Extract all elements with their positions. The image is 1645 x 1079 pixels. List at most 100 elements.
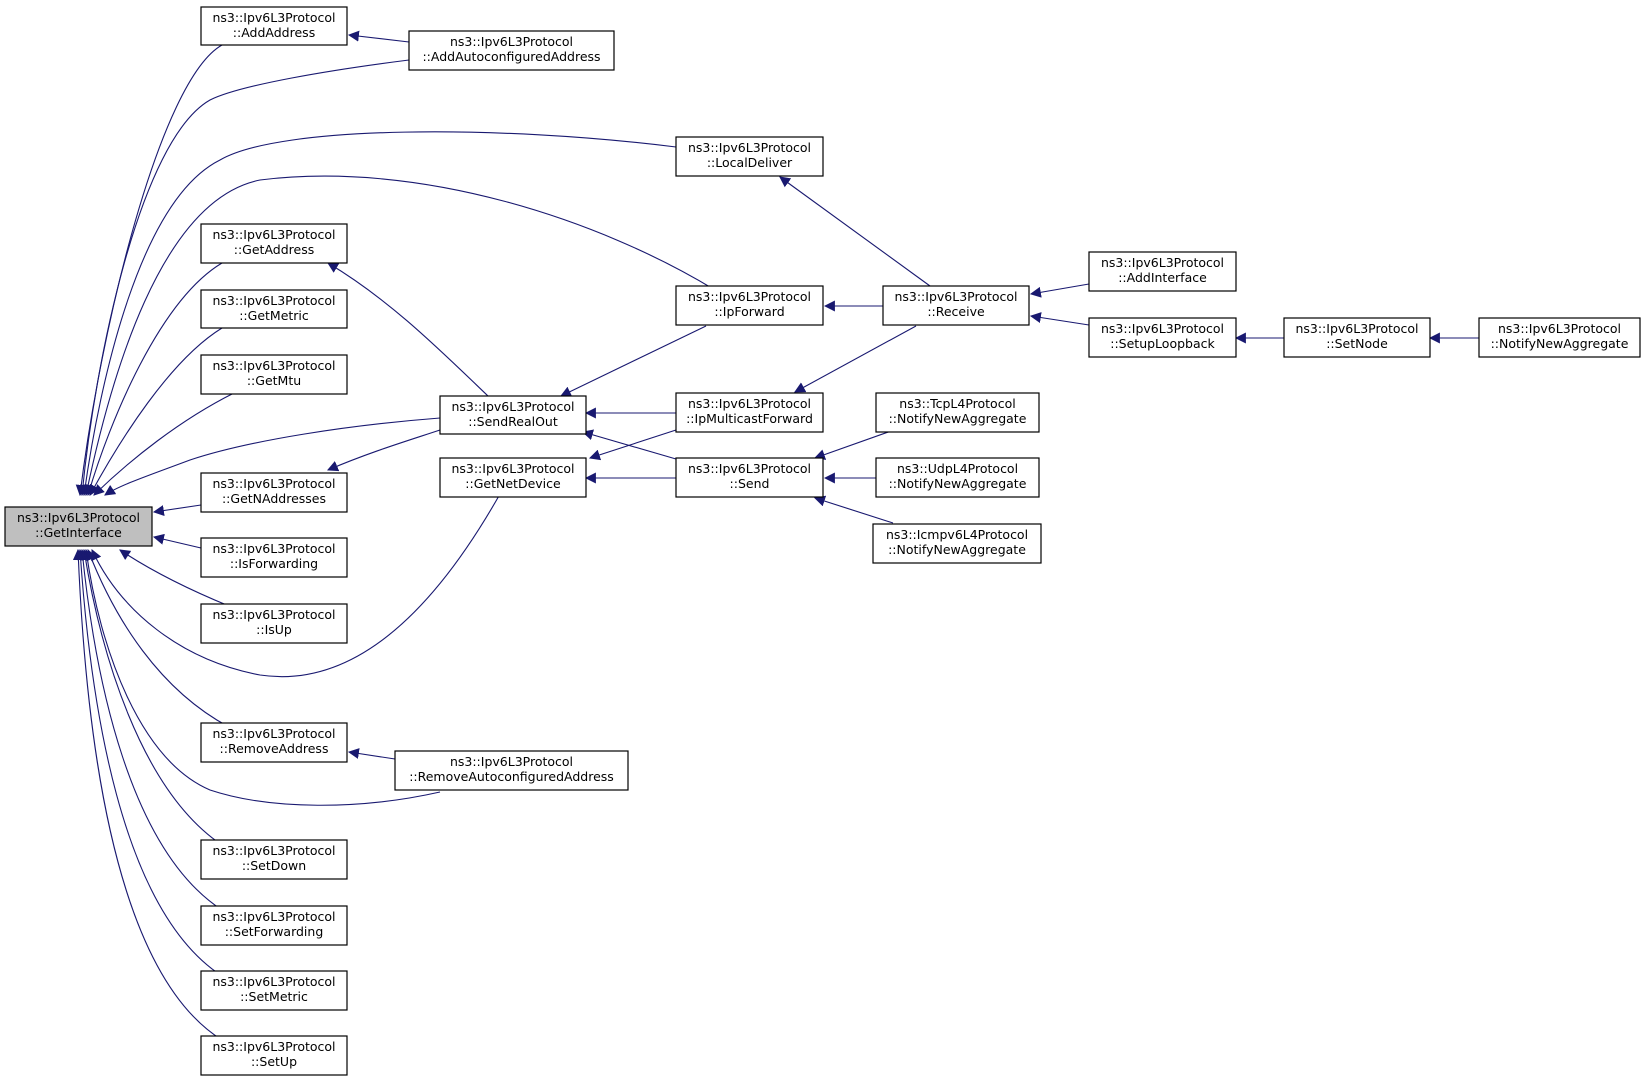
- node-addaddress[interactable]: ns3::Ipv6L3Protocol ::AddAddress: [200, 6, 348, 46]
- node-isforwarding-line1: ns3::Ipv6L3Protocol: [212, 541, 335, 556]
- node-getnetdevice-line2: ::GetNetDevice: [465, 476, 561, 491]
- node-localdeliver[interactable]: ns3::Ipv6L3Protocol ::LocalDeliver: [675, 136, 824, 177]
- node-ipforward[interactable]: ns3::Ipv6L3Protocol ::IpForward: [675, 285, 824, 326]
- node-setmetric[interactable]: ns3::Ipv6L3Protocol ::SetMetric: [200, 970, 348, 1011]
- node-tcp-notify[interactable]: ns3::TcpL4Protocol ::NotifyNewAggregate: [875, 392, 1040, 433]
- node-ipv6-notify-line1: ns3::Ipv6L3Protocol: [1498, 321, 1621, 336]
- node-getnaddresses[interactable]: ns3::Ipv6L3Protocol ::GetNAddresses: [200, 472, 348, 513]
- node-addautoconfiguredaddress[interactable]: ns3::Ipv6L3Protocol ::AddAutoconfiguredA…: [408, 30, 615, 71]
- node-sendrealout-line2: ::SendRealOut: [468, 414, 558, 429]
- node-removeautoconfiguredaddress-line2: ::RemoveAutoconfiguredAddress: [409, 769, 614, 784]
- edge-addinterface-to-receive: [1029, 283, 1090, 298]
- node-getmetric-line1: ns3::Ipv6L3Protocol: [212, 293, 335, 308]
- node-setdown[interactable]: ns3::Ipv6L3Protocol ::SetDown: [200, 839, 348, 880]
- node-udp-notify-line2: ::NotifyNewAggregate: [889, 476, 1027, 491]
- node-sendrealout[interactable]: ns3::Ipv6L3Protocol ::SendRealOut: [439, 395, 587, 435]
- node-setup[interactable]: ns3::Ipv6L3Protocol ::SetUp: [200, 1035, 348, 1076]
- node-removeaddress-line2: ::RemoveAddress: [220, 741, 329, 756]
- node-udp-notify[interactable]: ns3::UdpL4Protocol ::NotifyNewAggregate: [875, 457, 1040, 498]
- node-setforwarding[interactable]: ns3::Ipv6L3Protocol ::SetForwarding: [200, 905, 348, 946]
- node-getinterface-line1: ns3::Ipv6L3Protocol: [17, 510, 140, 525]
- node-addautoconfiguredaddress-line2: ::AddAutoconfiguredAddress: [422, 49, 600, 64]
- node-ipmulticastforward-line1: ns3::Ipv6L3Protocol: [688, 396, 811, 411]
- node-addinterface-line2: ::AddInterface: [1118, 270, 1207, 285]
- node-receive-line1: ns3::Ipv6L3Protocol: [894, 289, 1017, 304]
- node-receive[interactable]: ns3::Ipv6L3Protocol ::Receive: [882, 285, 1030, 326]
- node-isup-line2: ::IsUp: [256, 622, 292, 637]
- node-getinterface[interactable]: ns3::Ipv6L3Protocol ::GetInterface: [4, 506, 153, 547]
- node-sendrealout-line1: ns3::Ipv6L3Protocol: [451, 399, 574, 414]
- node-setmetric-line1: ns3::Ipv6L3Protocol: [212, 974, 335, 989]
- node-icmp-notify[interactable]: ns3::Icmpv6L4Protocol ::NotifyNewAggrega…: [872, 523, 1042, 564]
- edge-tcp-to-send: [813, 430, 892, 460]
- node-setdown-line1: ns3::Ipv6L3Protocol: [212, 843, 335, 858]
- edge-receive-to-localdeliver: [779, 176, 931, 287]
- node-setup-line2: ::SetUp: [251, 1054, 297, 1069]
- node-ipmulticastforward[interactable]: ns3::Ipv6L3Protocol ::IpMulticastForward: [675, 392, 824, 433]
- node-ipv6-notify[interactable]: ns3::Ipv6L3Protocol ::NotifyNewAggregate: [1478, 317, 1641, 358]
- edge-removeautoconfigured-to-getinterface: [81, 548, 441, 806]
- edge-getmetric-to-getinterface: [89, 327, 223, 496]
- node-isforwarding[interactable]: ns3::Ipv6L3Protocol ::IsForwarding: [200, 537, 348, 578]
- node-setuploopback[interactable]: ns3::Ipv6L3Protocol ::SetupLoopback: [1088, 317, 1237, 358]
- node-setmetric-line2: ::SetMetric: [240, 989, 308, 1004]
- node-getaddress[interactable]: ns3::Ipv6L3Protocol ::GetAddress: [200, 223, 348, 264]
- node-isforwarding-line2: ::IsForwarding: [230, 556, 318, 571]
- node-getaddress-line2: ::GetAddress: [234, 242, 314, 257]
- node-icmp-notify-line1: ns3::Icmpv6L4Protocol: [886, 527, 1028, 542]
- node-setnode[interactable]: ns3::Ipv6L3Protocol ::SetNode: [1283, 317, 1431, 358]
- node-icmp-notify-line2: ::NotifyNewAggregate: [888, 542, 1026, 557]
- node-send[interactable]: ns3::Ipv6L3Protocol ::Send: [675, 457, 824, 498]
- edge-isup-to-getinterface: [119, 549, 230, 607]
- node-send-line1: ns3::Ipv6L3Protocol: [688, 461, 811, 476]
- edge-setup-to-getinterface: [72, 548, 223, 1041]
- edge-autoconfigured-to-getinterface: [77, 59, 410, 497]
- node-tcp-notify-line1: ns3::TcpL4Protocol: [899, 396, 1015, 411]
- edge-localdeliver-to-getinterface: [79, 131, 677, 497]
- node-setforwarding-line1: ns3::Ipv6L3Protocol: [212, 909, 335, 924]
- node-ipv6-notify-line2: ::NotifyNewAggregate: [1491, 336, 1629, 351]
- node-removeaddress[interactable]: ns3::Ipv6L3Protocol ::RemoveAddress: [200, 722, 348, 763]
- node-getnaddresses-line2: ::GetNAddresses: [222, 491, 326, 506]
- node-addaddress-line2: ::AddAddress: [233, 25, 315, 40]
- node-removeautoconfiguredaddress[interactable]: ns3::Ipv6L3Protocol ::RemoveAutoconfigur…: [394, 750, 629, 791]
- node-getnetdevice-line1: ns3::Ipv6L3Protocol: [451, 461, 574, 476]
- node-addaddress-line1: ns3::Ipv6L3Protocol: [212, 10, 335, 25]
- node-setdown-line2: ::SetDown: [242, 858, 306, 873]
- node-setup-line1: ns3::Ipv6L3Protocol: [212, 1039, 335, 1054]
- node-localdeliver-line2: ::LocalDeliver: [707, 155, 793, 170]
- edge-getnaddresses-to-getinterface: [152, 504, 202, 516]
- node-addinterface[interactable]: ns3::Ipv6L3Protocol ::AddInterface: [1088, 251, 1237, 292]
- edge-setmetric-to-getinterface: [75, 548, 223, 977]
- edge-getaddress-to-getinterface: [85, 262, 223, 497]
- node-getmtu-line1: ns3::Ipv6L3Protocol: [212, 358, 335, 373]
- node-ipmulticastforward-line2: ::IpMulticastForward: [686, 411, 813, 426]
- edge-setdown-to-getinterface: [80, 548, 223, 846]
- edge-getmtu-to-getinterface: [93, 392, 235, 496]
- node-tcp-notify-line2: ::NotifyNewAggregate: [889, 411, 1027, 426]
- edge-ipforward-to-sendrealout: [560, 325, 707, 397]
- node-getmetric[interactable]: ns3::Ipv6L3Protocol ::GetMetric: [200, 289, 348, 329]
- edge-isforwarding-to-getinterface: [152, 533, 202, 549]
- node-send-line2: ::Send: [730, 476, 770, 491]
- node-isup[interactable]: ns3::Ipv6L3Protocol ::IsUp: [200, 603, 348, 644]
- node-getmtu-line2: ::GetMtu: [247, 373, 301, 388]
- node-getnaddresses-line1: ns3::Ipv6L3Protocol: [212, 476, 335, 491]
- node-setforwarding-line2: ::SetForwarding: [225, 924, 324, 939]
- node-getmtu[interactable]: ns3::Ipv6L3Protocol ::GetMtu: [200, 354, 348, 395]
- node-receive-line2: ::Receive: [927, 304, 985, 319]
- node-addautoconfiguredaddress-line1: ns3::Ipv6L3Protocol: [450, 34, 573, 49]
- node-addinterface-line1: ns3::Ipv6L3Protocol: [1101, 255, 1224, 270]
- edge-receive-to-ipmulticastforward: [794, 325, 917, 393]
- node-getnetdevice[interactable]: ns3::Ipv6L3Protocol ::GetNetDevice: [439, 457, 587, 498]
- edge-sendrealout-to-getinterface: [104, 417, 441, 496]
- node-ipforward-line1: ns3::Ipv6L3Protocol: [688, 289, 811, 304]
- node-getinterface-line2: ::GetInterface: [35, 525, 122, 540]
- edge-removeaddress-to-getinterface: [86, 548, 230, 728]
- edge-setforwarding-to-getinterface: [77, 548, 223, 911]
- node-isup-line1: ns3::Ipv6L3Protocol: [212, 607, 335, 622]
- node-setuploopback-line1: ns3::Ipv6L3Protocol: [1101, 321, 1224, 336]
- node-getmetric-line2: ::GetMetric: [239, 308, 309, 323]
- edge-ipforward-to-getinterface: [82, 175, 716, 497]
